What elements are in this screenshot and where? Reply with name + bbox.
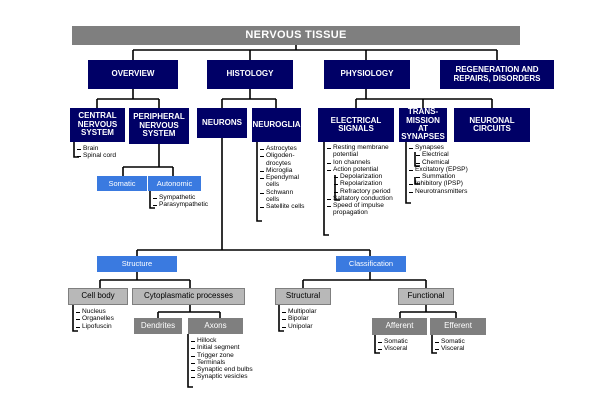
list-item: Summation (409, 173, 489, 180)
list-item: Initial segment (191, 344, 271, 351)
list-item: Resting membrane potential (327, 144, 399, 159)
list-item: Action potential (327, 166, 399, 173)
node-regeneration: REGENERATION AND REPAIRS, DISORDERS (440, 60, 554, 89)
node-neuronal-circuits: NEURONAL CIRCUITS (454, 108, 530, 142)
node-neurons: NEURONS (197, 108, 247, 138)
list-item: Synaptic end bulbs (191, 366, 271, 373)
list-item: Trigger zone (191, 352, 271, 359)
cns-list: Brain Spinal cord (77, 145, 127, 160)
node-efferent: Efferent (430, 318, 486, 335)
list-item: Chemical (409, 159, 489, 166)
node-cell-body: Cell body (68, 288, 128, 305)
list-item: Terminals (191, 359, 271, 366)
node-overview: OVERVIEW (88, 60, 178, 89)
structural-list: Multipolar Bipolar Unipolar (282, 308, 337, 330)
node-histology: HISTOLOGY (207, 60, 293, 89)
list-item: Electrical (409, 151, 489, 158)
node-electrical-signals: ELECTRICAL SIGNALS (318, 108, 394, 142)
list-item: Bipolar (282, 315, 337, 322)
node-classification: Classification (336, 256, 406, 272)
node-transmission-at-synapses: TRANS- MISSION AT SYNAPSES (399, 108, 447, 142)
node-structural: Structural (275, 288, 331, 305)
list-item: Schwann cells (260, 189, 308, 204)
node-neuroglia: NEUROGLIA (252, 108, 301, 142)
list-item: Astrocytes (260, 145, 308, 152)
list-item: Ion channels (327, 159, 399, 166)
list-item: Neurotransmitters (409, 188, 489, 195)
cell-body-list: Nucleus Organelles Lipofuscin (76, 308, 131, 330)
list-item: Refractory period (327, 188, 399, 195)
neuroglia-list: Astrocytes Oligoden- drocytes Microglia … (260, 145, 308, 210)
list-item: Nucleus (76, 308, 131, 315)
list-item: Excitatory (EPSP) (409, 166, 489, 173)
list-item: Satellite cells (260, 203, 308, 210)
list-item: Saltatory conduction (327, 195, 399, 202)
list-item: Microglia (260, 167, 308, 174)
list-item: Visceral (378, 345, 428, 352)
list-item: Unipolar (282, 323, 337, 330)
autonomic-list: Sympathetic Parasympathetic (153, 194, 223, 209)
list-item: Synaptic vesicles (191, 373, 271, 380)
list-item: Somatic (435, 338, 485, 345)
node-autonomic: Autonomic (148, 176, 201, 191)
afferent-list: Somatic Visceral (378, 338, 428, 353)
node-cytoplasmatic-processes: Cytoplasmatic processes (132, 288, 245, 305)
node-central-nervous-system: CENTRAL NERVOUS SYSTEM (70, 108, 125, 142)
node-axons: Axons (188, 318, 243, 334)
list-item: Brain (77, 145, 127, 152)
list-item: Sympathetic (153, 194, 223, 201)
title-nervous-tissue: NERVOUS TISSUE (72, 26, 520, 45)
node-physiology: PHYSIOLOGY (324, 60, 410, 89)
list-item: Speed of impulse propagation (327, 202, 399, 217)
list-item: Multipolar (282, 308, 337, 315)
list-item: Organelles (76, 315, 131, 322)
node-afferent: Afferent (372, 318, 427, 335)
list-item: Lipofuscin (76, 323, 131, 330)
node-functional: Functional (398, 288, 454, 305)
list-item: Repolarization (327, 180, 399, 187)
list-item: Parasympathetic (153, 201, 223, 208)
list-item: Ependymal cells (260, 174, 308, 189)
list-item: Spinal cord (77, 152, 127, 159)
axon-list: Hillock Initial segment Trigger zone Ter… (191, 337, 271, 381)
node-dendrites: Dendrites (134, 318, 182, 334)
list-item: Inhibitory (IPSP) (409, 180, 489, 187)
list-item: Depolarization (327, 173, 399, 180)
list-item: Visceral (435, 345, 485, 352)
efferent-list: Somatic Visceral (435, 338, 485, 353)
node-somatic: Somatic (97, 176, 147, 191)
node-structure: Structure (97, 256, 177, 272)
node-peripheral-nervous-system: PERIPHERAL NERVOUS SYSTEM (129, 108, 189, 144)
list-item: Hillock (191, 337, 271, 344)
list-item: Oligoden- drocytes (260, 152, 308, 167)
list-item: Synapses (409, 144, 489, 151)
list-item: Somatic (378, 338, 428, 345)
